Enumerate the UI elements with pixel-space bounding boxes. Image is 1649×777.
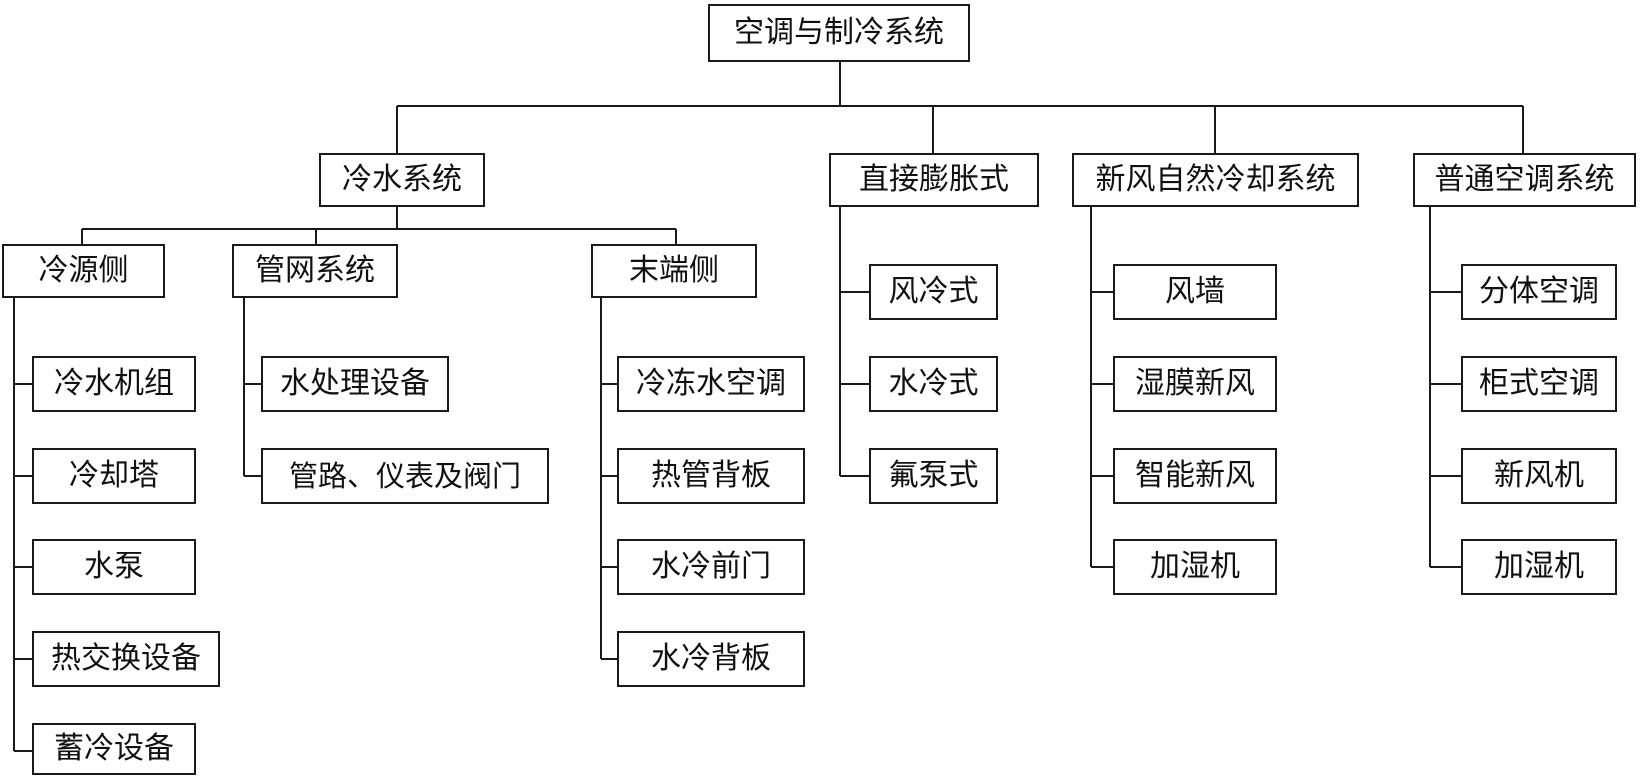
leaf-general-2: 柜式空调	[1461, 356, 1617, 412]
leaf-source-5: 蓄冷设备	[32, 723, 196, 775]
node-terminal-side: 末端侧	[591, 244, 757, 298]
node-direct-expansion: 直接膨胀式	[829, 153, 1039, 207]
leaf-general-1: 分体空调	[1461, 264, 1617, 320]
leaf-freecool-2: 湿膜新风	[1113, 356, 1277, 412]
leaf-terminal-2: 热管背板	[617, 448, 805, 504]
leaf-terminal-4: 水冷背板	[617, 631, 805, 687]
leaf-source-4: 热交换设备	[32, 631, 220, 687]
node-general-air-conditioning: 普通空调系统	[1413, 153, 1636, 207]
leaf-general-3: 新风机	[1461, 448, 1617, 504]
node-pipe-network-system: 管网系统	[232, 244, 398, 298]
leaf-source-3: 水泵	[32, 539, 196, 595]
node-chilled-water-system: 冷水系统	[319, 153, 485, 207]
node-root: 空调与制冷系统	[708, 4, 970, 62]
leaf-dx-2: 水冷式	[869, 356, 998, 412]
leaf-terminal-1: 冷冻水空调	[617, 356, 805, 412]
leaf-freecool-1: 风墙	[1113, 264, 1277, 320]
leaf-pipe-2: 管路、仪表及阀门	[261, 448, 549, 504]
leaf-dx-1: 风冷式	[869, 264, 998, 320]
leaf-freecool-3: 智能新风	[1113, 448, 1277, 504]
leaf-source-2: 冷却塔	[32, 448, 196, 504]
leaf-general-4: 加湿机	[1461, 539, 1617, 595]
leaf-pipe-1: 水处理设备	[261, 356, 449, 412]
node-fresh-air-free-cooling: 新风自然冷却系统	[1072, 153, 1359, 207]
leaf-terminal-3: 水冷前门	[617, 539, 805, 595]
leaf-freecool-4: 加湿机	[1113, 539, 1277, 595]
node-cold-source-side: 冷源侧	[2, 244, 165, 298]
leaf-dx-3: 氟泵式	[869, 448, 998, 504]
leaf-source-1: 冷水机组	[32, 356, 196, 412]
